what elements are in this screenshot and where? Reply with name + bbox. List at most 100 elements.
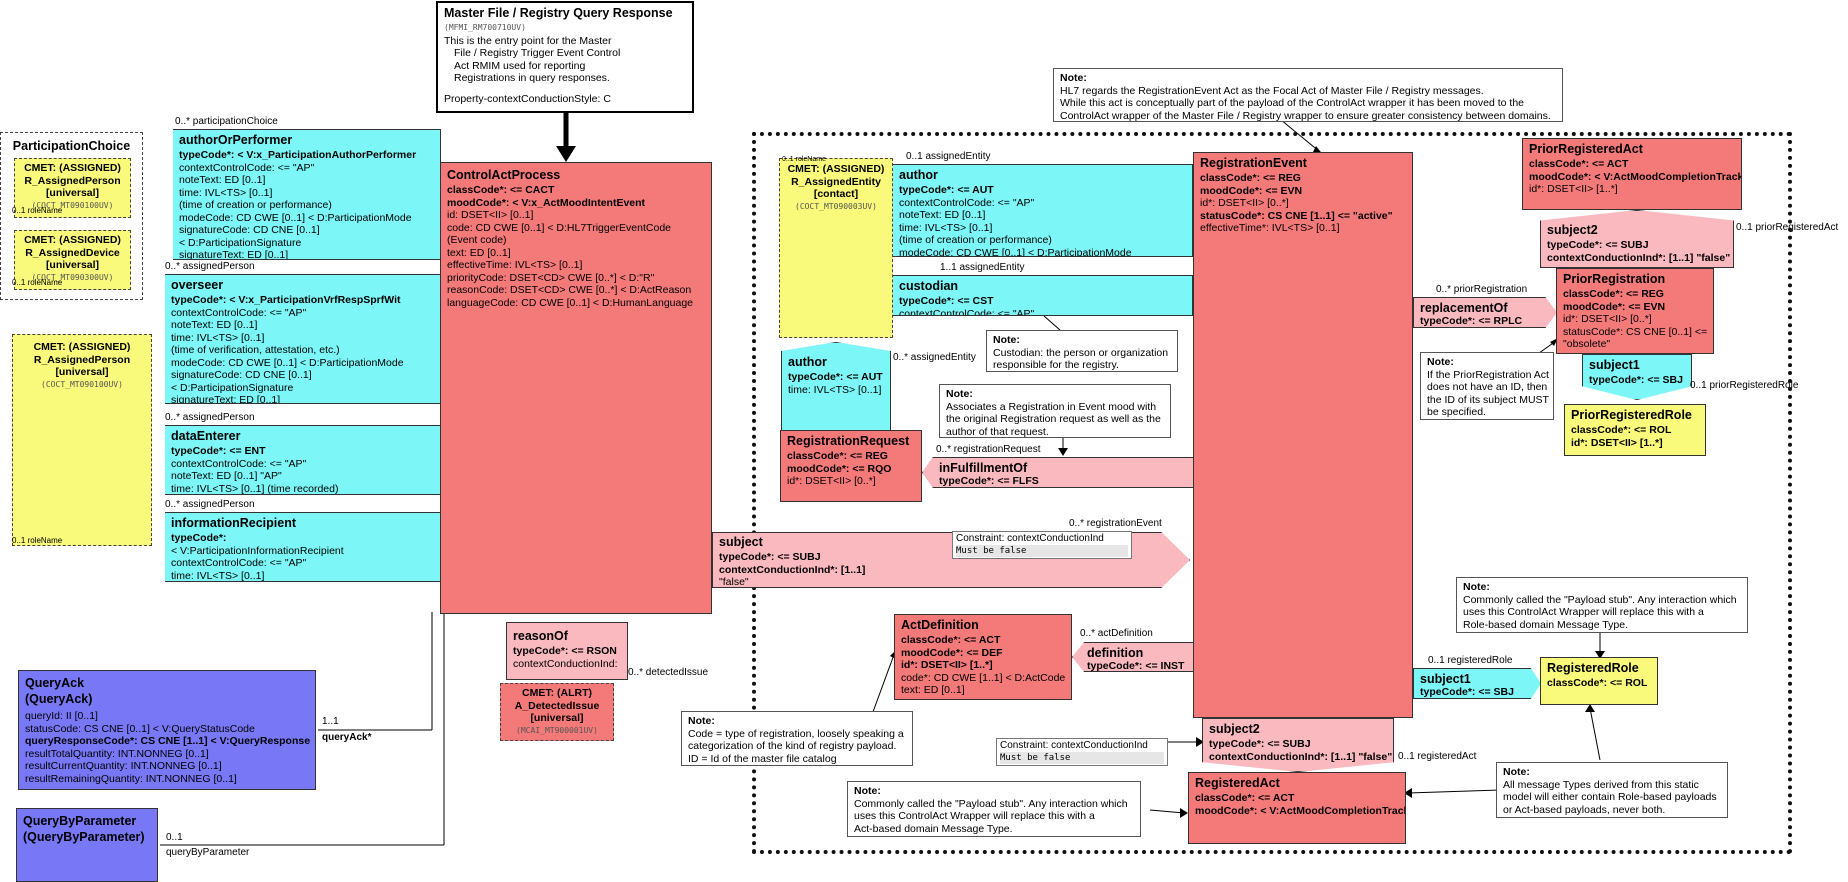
information-recipient-participation: informationRecipient typeCode*: < V:Part… bbox=[165, 512, 441, 582]
attr-line: typeCode*: <= AUT bbox=[899, 184, 994, 196]
note-head: Note: bbox=[688, 715, 715, 727]
attr-line: queryResponseCode*: CS CNE [1..1] < V:Qu… bbox=[25, 735, 311, 747]
attr-line: < D:ParticipationSignature bbox=[171, 381, 294, 394]
note-code: Note: Code = type of registration, loose… bbox=[681, 711, 913, 766]
class-title: overseer bbox=[171, 278, 224, 292]
card-detected-issue: 0..* detectedIssue bbox=[628, 667, 709, 678]
card-registered-role: 0..1 registeredRole bbox=[1428, 655, 1513, 666]
attr-line: typeCode*: <= SUBJ bbox=[1547, 239, 1649, 251]
attr-line: typeCode*: < V:x_ParticipationVrfRespSpr… bbox=[171, 294, 401, 306]
attr-line: moodCode*: < V:ActMoodCompletionTrack bbox=[1195, 804, 1406, 817]
attr-line: moodCode*: <= EVN bbox=[1200, 184, 1303, 197]
attr-line: contextConductionInd*: [1..1] "false" bbox=[1547, 251, 1731, 264]
attr-line: classCode*: <= ROL bbox=[1571, 424, 1672, 436]
cmet-name: R_AssignedEntity bbox=[791, 175, 881, 188]
attr-line: modeCode: CD CWE [0..1] < D:Participatio… bbox=[179, 211, 412, 224]
attr-line: classCode*: <= ACT bbox=[901, 634, 1001, 646]
note-line: be specified. bbox=[1427, 406, 1486, 418]
reason-of-relationship: reasonOf typeCode*: <= RSON contextCondu… bbox=[506, 622, 628, 680]
card-prior-registration: 0..* priorRegistration bbox=[1436, 284, 1528, 295]
registration-request-act: RegistrationRequest classCode*: <= REG m… bbox=[780, 430, 922, 502]
card-prior-registered-role: 0..1 priorRegisteredRole bbox=[1690, 380, 1799, 391]
attr-line: time: IVL<TS> [0..1] bbox=[179, 186, 273, 199]
card-author-small: 0..* assignedEntity bbox=[893, 352, 976, 363]
constraint-body: Must be false bbox=[1000, 752, 1164, 764]
cmet-id: (COCT_MT090100UV) bbox=[31, 200, 114, 210]
card-registered-act: 0..1 registeredAct bbox=[1398, 751, 1477, 762]
cmet-label: CMET: (ALRT) bbox=[522, 687, 592, 699]
note-line: Code = type of registration, loosely spe… bbox=[688, 727, 904, 740]
class-title: definition bbox=[1087, 646, 1144, 660]
note-line: Associates a Registration in Event mood … bbox=[946, 400, 1157, 413]
attr-line: id*: DSET<II> [0..*] bbox=[1563, 313, 1652, 325]
role-name-label: 0..1 roleName bbox=[12, 278, 63, 287]
note-line: All message Types derived from this stat… bbox=[1503, 778, 1699, 791]
registered-role: RegisteredRole classCode*: <= ROL bbox=[1540, 657, 1658, 705]
attr-line: contextControlCode: <= "AP" bbox=[171, 306, 307, 319]
attr-line: classCode*: <= REG bbox=[1563, 288, 1664, 300]
card-definition: 0..* actDefinition bbox=[1080, 628, 1153, 639]
attr-line: statusCode*: CS CNE [1..1] <= "active" bbox=[1200, 209, 1393, 222]
attr-line: priorityCode: DSET<CD> CWE [0..*] < D:"R… bbox=[447, 271, 655, 284]
attr-line: signatureCode: CD CNE [0..1] bbox=[179, 224, 320, 236]
attr-line: code: CD CWE [0..1] < D:HL7TriggerEventC… bbox=[447, 221, 671, 234]
attr-line: id*: DSET<II> [1..*] bbox=[1571, 436, 1663, 449]
attr-line: contextControlCode: <= "AP" bbox=[171, 557, 307, 569]
subject1-bottom-participation: subject1 typeCode*: <= SBJ bbox=[1413, 668, 1541, 699]
note-line: uses this ControlAct Wrapper will replac… bbox=[1463, 606, 1704, 618]
cmet-assigned-device-choice: CMET: (ASSIGNED) R_AssignedDevice [unive… bbox=[14, 230, 131, 290]
note-head: Note: bbox=[1060, 72, 1087, 84]
attr-line: time: IVL<TS> [0..1] bbox=[788, 383, 882, 396]
attr-line: moodCode*: < V:x_ActMoodIntentEvent bbox=[447, 196, 646, 209]
attr-line: languageCode: CD CWE [0..1] < D:HumanLan… bbox=[447, 296, 694, 309]
class-title: subject2 bbox=[1209, 722, 1260, 736]
class-title: authorOrPerformer bbox=[179, 133, 293, 147]
attr-line: time: IVL<TS> [0..1] bbox=[171, 331, 265, 344]
attr-line: typeCode*: <= SBJ bbox=[1589, 374, 1683, 386]
header-desc-1: This is the entry point for the Master bbox=[444, 34, 612, 47]
constraint-head: Constraint: contextConductionInd bbox=[956, 533, 1104, 544]
attr-line: (time of creation or performance) bbox=[179, 199, 332, 211]
attr-line: moodCode*: <= EVN bbox=[1563, 300, 1666, 313]
note-head: Note: bbox=[854, 785, 881, 797]
note-head: Note: bbox=[1503, 766, 1530, 778]
class-title: RegistrationRequest bbox=[787, 434, 910, 448]
card-query-ack: 1..1 bbox=[322, 716, 339, 727]
class-title: replacementOf bbox=[1420, 301, 1508, 315]
cmet-flavor: [universal] bbox=[45, 259, 100, 271]
note-line: does not have an ID, then bbox=[1427, 381, 1548, 393]
role-name-label: 0..1 roleName bbox=[12, 206, 63, 215]
attr-line: typeCode*: bbox=[171, 532, 227, 544]
card-overseer: 0..* assignedPerson bbox=[165, 261, 255, 272]
note-line: the ID of its subject MUST bbox=[1427, 393, 1549, 406]
in-fulfillment-of-relationship: inFulfillmentOf typeCode*: <= FLFS bbox=[922, 457, 1194, 488]
attr-line: resultTotalQuantity: INT.NONNEG [0..1] bbox=[25, 747, 209, 760]
attr-line: typeCode*: <= FLFS bbox=[939, 475, 1039, 487]
note-custodian: Note: Custodian: the person or organizat… bbox=[986, 330, 1178, 372]
note-head: Note: bbox=[993, 334, 1020, 346]
subject2-top-relationship: subject2 typeCode*: <= SUBJ contextCondu… bbox=[1540, 210, 1734, 268]
note-line: ControlAct wrapper of the Master File / … bbox=[1060, 109, 1551, 122]
class-title: reasonOf bbox=[513, 629, 568, 643]
header-id: (MFMI_RM700710UV) bbox=[444, 23, 526, 32]
attr-line: id*: DSET<II> [1..*] bbox=[901, 659, 993, 671]
cmet-assigned-person: CMET: (ASSIGNED) R_AssignedPerson [unive… bbox=[12, 334, 152, 546]
participation-choice-title: ParticipationChoice bbox=[12, 139, 131, 153]
class-title: author bbox=[899, 168, 938, 182]
class-title: subject bbox=[719, 535, 763, 549]
attr-line: classCode*: <= CACT bbox=[447, 184, 555, 196]
cmet-name: R_AssignedPerson bbox=[33, 353, 131, 366]
cmet-label: CMET: (ASSIGNED) bbox=[787, 163, 885, 175]
cmet-label: CMET: (ASSIGNED) bbox=[33, 341, 131, 353]
note-payload-act: Note: Commonly called the "Payload stub"… bbox=[847, 781, 1141, 837]
attr-line: contextControlCode: <= "AP" bbox=[899, 307, 1035, 316]
author-small-participation: author typeCode*: <= AUT time: IVL<TS> [… bbox=[781, 342, 891, 432]
class-title: QueryAck bbox=[25, 676, 85, 690]
attr-line: typeCode*: < V:x_ParticipationAuthorPerf… bbox=[179, 149, 417, 161]
note-payload-role: Note: Commonly called the "Payload stub"… bbox=[1456, 577, 1748, 633]
card-author: 0..1 assignedEntity bbox=[906, 151, 991, 162]
attr-line: (Event code) bbox=[447, 234, 507, 246]
cmet-detected-issue: CMET: (ALRT) A_DetectedIssue [universal]… bbox=[500, 683, 614, 741]
query-by-parameter-entity: QueryByParameter (QueryByParameter) bbox=[16, 808, 158, 882]
note-head: Note: bbox=[1463, 581, 1490, 593]
